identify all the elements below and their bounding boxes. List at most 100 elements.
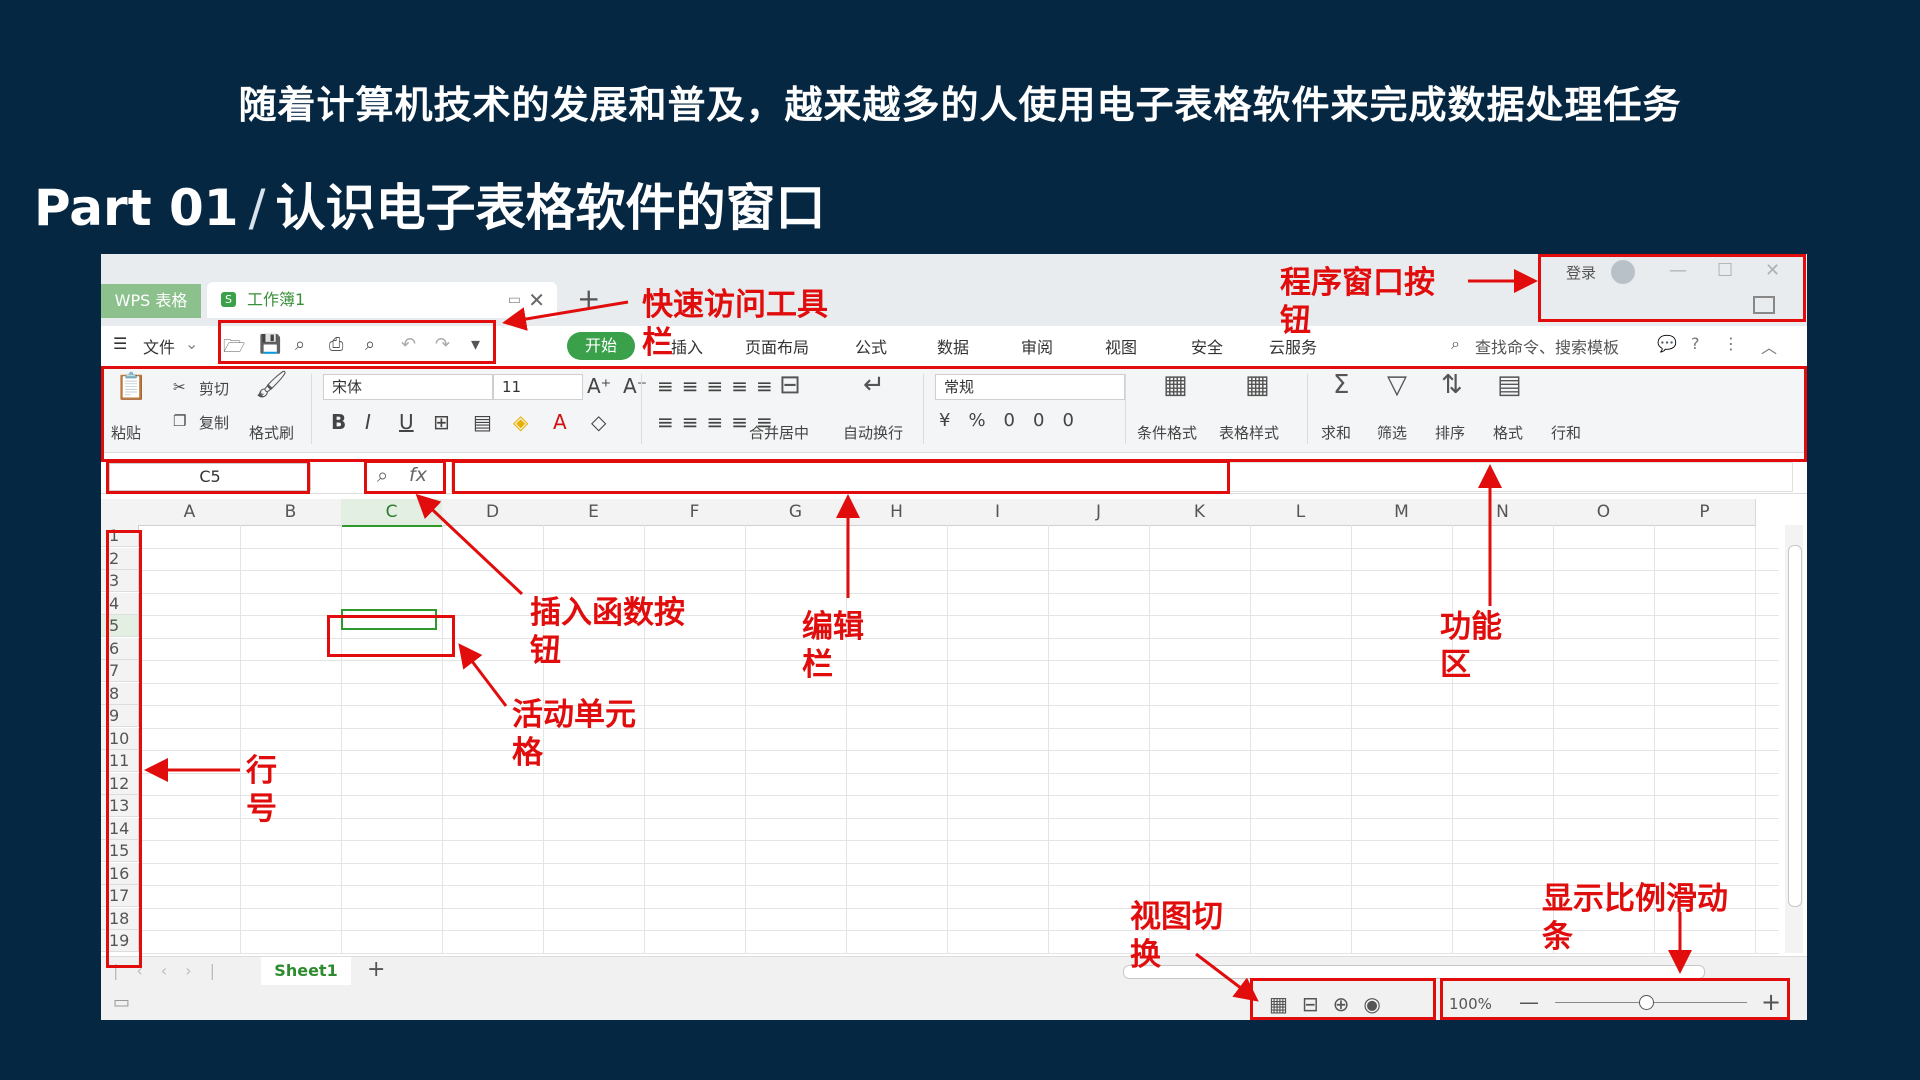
cut-button[interactable]: 剪切 bbox=[199, 380, 230, 398]
decrease-font-icon[interactable]: A⁻ bbox=[623, 374, 648, 398]
column-header[interactable]: F bbox=[644, 499, 746, 526]
find-icon[interactable]: ⌕ bbox=[295, 334, 306, 355]
insert-function-button[interactable]: fx bbox=[409, 464, 427, 486]
row-header[interactable]: 8 bbox=[101, 682, 139, 705]
more-icon[interactable]: ⋮ bbox=[1723, 334, 1739, 353]
minimize-icon[interactable]: — bbox=[1669, 260, 1687, 281]
paste-icon[interactable]: 📋 bbox=[115, 372, 148, 402]
document-tab[interactable]: S 工作簿1 ▭ ✕ bbox=[207, 282, 557, 318]
column-header[interactable]: G bbox=[745, 499, 847, 526]
merge-center-button[interactable]: 合并居中 bbox=[749, 424, 810, 442]
font-size-select[interactable]: 11 bbox=[493, 374, 583, 400]
sort-button[interactable]: 排序 bbox=[1435, 424, 1466, 442]
monitor-icon[interactable]: ▭ bbox=[507, 292, 521, 308]
redo-icon[interactable]: ↷ bbox=[435, 334, 451, 355]
maximize-icon[interactable]: ☐ bbox=[1717, 260, 1734, 281]
tab-insert[interactable]: 插入 bbox=[671, 338, 704, 357]
row-header[interactable]: 15 bbox=[101, 840, 139, 862]
row-header[interactable]: 13 bbox=[101, 795, 139, 817]
hamburger-icon[interactable]: ☰ bbox=[113, 334, 128, 353]
row-header[interactable]: 17 bbox=[101, 885, 139, 907]
print-icon[interactable]: ⎙ bbox=[329, 334, 344, 355]
number-format-icons[interactable]: ¥%000 bbox=[939, 410, 1092, 431]
rows-cols-button[interactable]: 行和 bbox=[1551, 424, 1582, 442]
tab-cloud[interactable]: 云服务 bbox=[1269, 338, 1318, 357]
format-painter-icon[interactable]: 🖌 bbox=[255, 370, 289, 400]
tab-review[interactable]: 审阅 bbox=[1021, 338, 1054, 357]
filter-button[interactable]: 筛选 bbox=[1377, 424, 1408, 442]
format-button[interactable]: 格式 bbox=[1493, 424, 1524, 442]
comment-icon[interactable]: 💬 bbox=[1657, 334, 1677, 353]
command-search[interactable]: 查找命令、搜索模板 bbox=[1475, 338, 1620, 357]
italic-icon[interactable]: I bbox=[365, 410, 371, 434]
view-mode-icons[interactable]: ▦⊟⊕◉ bbox=[1269, 992, 1395, 1016]
menu-file[interactable]: 文件 bbox=[143, 338, 176, 357]
row-header[interactable]: 2 bbox=[101, 547, 139, 570]
column-header[interactable]: L bbox=[1250, 499, 1352, 526]
wrap-text-icon[interactable]: ↵ bbox=[863, 370, 885, 400]
sort-icon[interactable]: ⇅ bbox=[1441, 370, 1463, 400]
zoom-out-icon[interactable]: — bbox=[1519, 990, 1539, 1014]
filter-icon[interactable]: ▽ bbox=[1387, 370, 1407, 400]
column-header[interactable]: I bbox=[947, 499, 1049, 526]
row-header[interactable]: 14 bbox=[101, 817, 139, 840]
fill-color-icon[interactable]: ◈ bbox=[513, 410, 529, 434]
save-icon[interactable]: 💾 bbox=[259, 334, 282, 355]
row-header[interactable]: 16 bbox=[101, 862, 139, 885]
column-header[interactable]: J bbox=[1048, 499, 1150, 526]
name-box[interactable]: C5 bbox=[109, 463, 311, 491]
underline-icon[interactable]: U bbox=[399, 410, 414, 434]
chevron-down-icon[interactable]: ⌄ bbox=[185, 334, 199, 353]
format-icon[interactable]: ▤ bbox=[1497, 370, 1522, 400]
copy-button[interactable]: 复制 bbox=[199, 414, 230, 432]
login-link[interactable]: 登录 bbox=[1566, 264, 1597, 282]
eraser-icon[interactable]: ◇ bbox=[591, 410, 607, 434]
help-icon[interactable]: ? bbox=[1691, 334, 1700, 353]
format-painter-button[interactable]: 格式刷 bbox=[249, 424, 295, 442]
column-header[interactable]: K bbox=[1149, 499, 1251, 526]
column-header[interactable]: M bbox=[1351, 499, 1453, 526]
print-preview-icon[interactable]: ⌕ bbox=[365, 334, 376, 355]
wrap-text-button[interactable]: 自动换行 bbox=[843, 424, 904, 442]
zoom-slider-thumb[interactable] bbox=[1639, 995, 1654, 1010]
column-header[interactable]: C bbox=[341, 499, 443, 527]
increase-font-icon[interactable]: A⁺ bbox=[587, 374, 612, 398]
conditional-format-button[interactable]: 条件格式 bbox=[1137, 424, 1198, 442]
active-cell[interactable] bbox=[341, 609, 437, 630]
column-header[interactable]: B bbox=[240, 499, 342, 526]
select-all-corner[interactable] bbox=[101, 499, 140, 526]
row-header[interactable]: 9 bbox=[101, 705, 139, 727]
table-style-button[interactable]: 表格样式 bbox=[1219, 424, 1280, 442]
macro-icon[interactable]: ▭ bbox=[113, 992, 131, 1013]
column-header[interactable]: D bbox=[442, 499, 544, 526]
horizontal-align-icons[interactable]: ≡≡≡≡≡ bbox=[657, 410, 781, 434]
tab-formula[interactable]: 公式 bbox=[855, 338, 888, 357]
row-header[interactable]: 6 bbox=[101, 637, 139, 660]
tab-page-layout[interactable]: 页面布局 bbox=[745, 338, 810, 357]
column-header[interactable]: P bbox=[1654, 499, 1756, 526]
avatar[interactable] bbox=[1611, 260, 1635, 284]
row-header[interactable]: 7 bbox=[101, 660, 139, 682]
row-header[interactable]: 3 bbox=[101, 570, 139, 592]
row-header[interactable]: 4 bbox=[101, 592, 139, 615]
column-header[interactable]: A bbox=[139, 499, 241, 526]
column-header[interactable]: N bbox=[1452, 499, 1554, 526]
tab-start[interactable]: 开始 bbox=[567, 332, 635, 360]
tab-security[interactable]: 安全 bbox=[1191, 338, 1224, 357]
fill-pattern-icon[interactable]: ▤ bbox=[473, 410, 492, 434]
undo-icon[interactable]: ↶ bbox=[401, 334, 417, 355]
close-window-icon[interactable]: ✕ bbox=[1765, 260, 1781, 281]
vertical-scroll-thumb[interactable] bbox=[1788, 545, 1802, 907]
row-header[interactable]: 18 bbox=[101, 907, 139, 930]
close-tab-icon[interactable]: ✕ bbox=[528, 288, 545, 312]
add-sheet-plus-icon[interactable]: + bbox=[367, 957, 386, 982]
column-header[interactable]: H bbox=[846, 499, 948, 526]
new-tab-plus-icon[interactable]: + bbox=[577, 282, 601, 315]
customize-dropdown-icon[interactable]: ▾ bbox=[471, 334, 481, 355]
row-header[interactable]: 10 bbox=[101, 727, 139, 750]
table-style-icon[interactable]: ▦ bbox=[1245, 370, 1270, 400]
zoom-formula-icon[interactable]: ⌕ bbox=[377, 463, 389, 487]
row-header[interactable]: 11 bbox=[101, 750, 139, 772]
open-folder-icon[interactable]: 🗁 bbox=[223, 336, 246, 357]
row-header[interactable]: 5 bbox=[101, 615, 139, 637]
